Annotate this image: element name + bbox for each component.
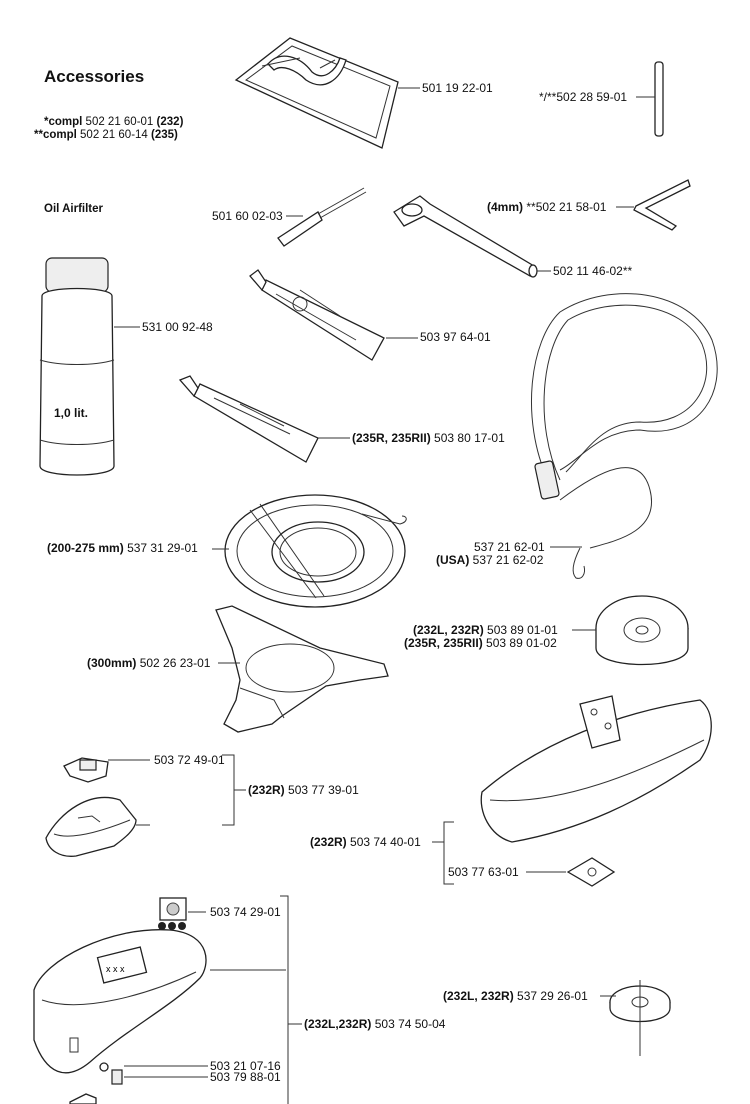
part-label-5: 502 11 46-02** <box>553 264 633 278</box>
part-label-11: (USA) 537 21 62-02 <box>436 553 544 567</box>
part-label-3: 501 60 02-03 <box>212 209 283 223</box>
svg-text:x x x: x x x <box>106 964 125 974</box>
part-label-10: 537 21 62-01 <box>474 540 545 554</box>
part-label-17: (232R) 503 74 40-01 <box>310 835 421 849</box>
compl-line-2: **compl 502 21 60-14 (235) <box>34 129 178 141</box>
screwdriver-illustration <box>277 187 367 247</box>
part-label-22: 503 21 07-16 <box>210 1059 281 1073</box>
part-label-21: (232L,232R) 503 74 50-04 <box>304 1017 446 1031</box>
guard-plate-illustration <box>595 595 689 666</box>
compl-line-1: *compl 502 21 60-01 (232) <box>44 116 184 128</box>
screw-illustration <box>69 1062 123 1104</box>
harness-strap-illustration <box>531 293 718 579</box>
grease-tube-2-illustration <box>178 375 319 463</box>
part-label-14: (300mm) 502 26 23-01 <box>87 656 211 670</box>
part-label-16: (232R) 503 77 39-01 <box>248 783 359 797</box>
hex-key-illustration <box>633 179 691 231</box>
pin-illustration <box>654 61 664 137</box>
small-blade-guard-illustration <box>45 796 137 857</box>
part-label-20: (232L, 232R) 537 29 26-01 <box>443 989 588 1003</box>
part-label-1: 501 19 22-01 <box>422 81 493 95</box>
big-guard-illustration: x x x <box>33 929 207 1074</box>
part-label-9: (200-275 mm) 537 31 29-01 <box>47 541 198 555</box>
part-label-23: 503 79 88-01 <box>210 1070 281 1084</box>
large-guard-illustration <box>480 695 712 843</box>
square-plate-illustration <box>566 857 616 887</box>
part-label-13: (235R, 235RII) 503 89 01-02 <box>404 636 557 650</box>
part-label-6: 531 00 92-48 <box>142 320 213 334</box>
part-label-15: 503 72 49-01 <box>154 753 225 767</box>
part-label-19: 503 74 29-01 <box>210 905 281 919</box>
bracket-illustration <box>63 757 109 783</box>
bottle-volume-label: 1,0 lit. <box>54 406 89 420</box>
head-ring-illustration <box>224 494 407 608</box>
part-label-7: 503 97 64-01 <box>420 330 491 344</box>
section-oil-airfilter: Oil Airfilter <box>44 203 103 215</box>
label-sticker-illustration <box>158 897 187 930</box>
part-label-12: (232L, 232R) 503 89 01-01 <box>413 623 558 637</box>
grease-tube-illustration <box>249 269 385 361</box>
oil-bottle-illustration <box>39 257 115 476</box>
blade-guard-illustration <box>215 605 389 733</box>
part-label-4: (4mm) **502 21 58-01 <box>487 200 607 214</box>
tool-bag-illustration <box>234 37 399 149</box>
part-label-8: (235R, 235RII) 503 80 17-01 <box>352 431 505 445</box>
part-label-18: 503 77 63-01 <box>448 865 519 879</box>
page-title: Accessories <box>44 67 145 86</box>
part-label-2: */**502 28 59-01 <box>539 90 628 104</box>
